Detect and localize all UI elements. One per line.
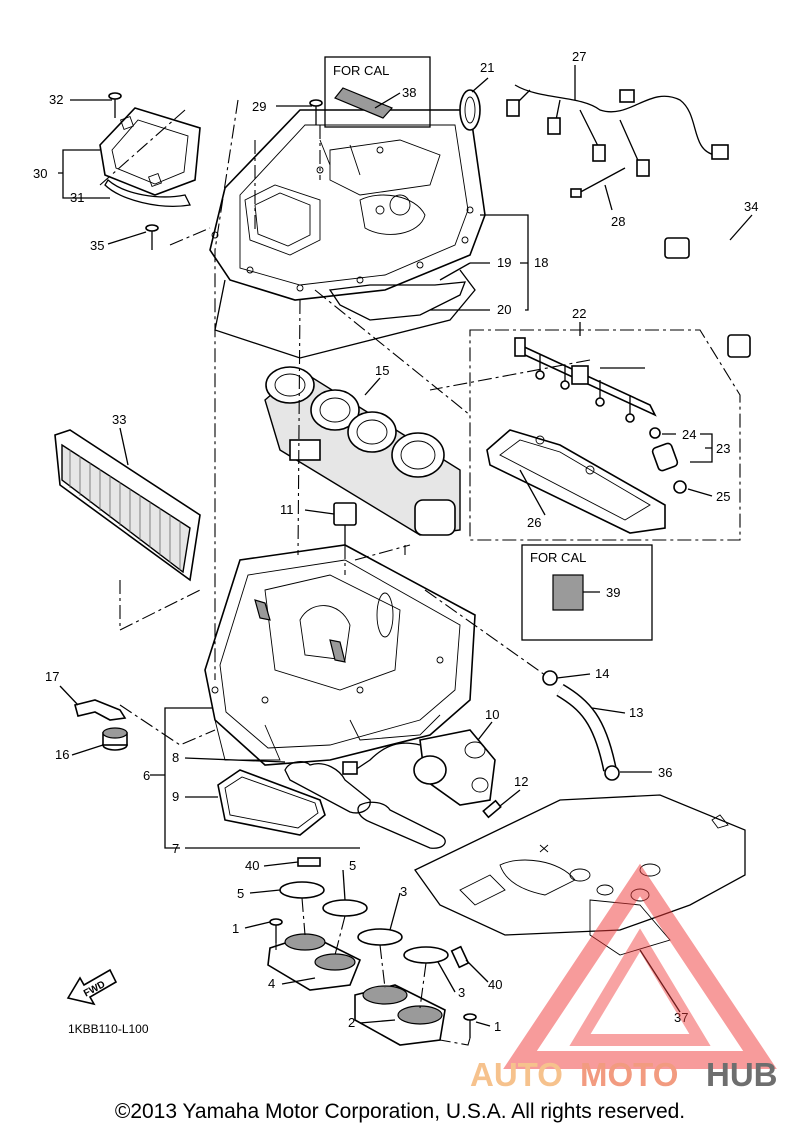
bolt-12 [482, 799, 502, 819]
air-cleaner-case-lower [204, 544, 476, 766]
valve-10 [342, 729, 496, 806]
clip-40-top [297, 857, 321, 867]
part-number-28: 28 [611, 214, 625, 229]
part-number-27: 27 [572, 49, 586, 64]
clip-14 [542, 670, 558, 686]
part-number-32: 32 [49, 92, 63, 107]
gasket-9 [217, 769, 326, 836]
fwd-arrow-icon: FWD [66, 968, 118, 1006]
fuel-rail-group-frame [469, 329, 741, 541]
part-number-25: 25 [716, 489, 730, 504]
gasket-7 [357, 801, 446, 849]
part-number-34: 34 [744, 199, 758, 214]
part-number-4: 4 [268, 976, 275, 991]
part-number-5-left: 5 [237, 886, 244, 901]
bracket-17 [74, 699, 127, 721]
part-number-29: 29 [252, 99, 266, 114]
screw-35 [145, 224, 159, 250]
part-number-18: 18 [534, 255, 548, 270]
duct-sheet-37 [414, 794, 746, 936]
part-number-33: 33 [112, 412, 126, 427]
wire-harness-27 [506, 84, 729, 177]
injector-23 [649, 427, 687, 494]
part-number-31: 31 [70, 190, 84, 205]
part-number-11: 11 [280, 502, 294, 517]
for-cal-label-top: FOR CAL [333, 63, 389, 78]
grommet-21 [459, 89, 481, 131]
part-number-40-top: 40 [245, 858, 259, 873]
part-number-6: 6 [143, 768, 150, 783]
part-number-37: 37 [674, 1010, 688, 1025]
throttle-body-assembly-15 [264, 366, 461, 536]
watermark-hub: HUB [706, 1056, 778, 1093]
part-number-30: 30 [33, 166, 47, 181]
part-number-20: 20 [497, 302, 511, 317]
part-number-39: 39 [606, 585, 620, 600]
part-number-16: 16 [55, 747, 69, 762]
screw-1-left [269, 918, 283, 943]
hose-13 [556, 683, 617, 772]
part-number-9: 9 [172, 789, 179, 804]
alignment-lines [99, 99, 591, 1046]
fuel-rail-22 [514, 337, 657, 423]
screw-29 [309, 99, 323, 125]
intake-joint-2 [354, 984, 446, 1046]
diagram-code: 1KBB110-L100 [68, 1022, 149, 1036]
part-number-35: 35 [90, 238, 104, 253]
label-38 [334, 87, 394, 119]
part-number-8: 8 [172, 750, 179, 765]
leader-lines [58, 65, 753, 1027]
for-cal-box-top [324, 56, 431, 128]
part-numbers: 32 30 31 35 29 FOR CAL 38 21 27 28 34 19… [33, 49, 758, 1034]
clamps-5-3 [279, 881, 449, 964]
fwd-label: FWD [82, 979, 107, 999]
part-number-3-bottom: 3 [458, 985, 465, 1000]
part-number-38: 38 [402, 85, 416, 100]
for-cal-box-mid [521, 544, 653, 641]
part-number-12: 12 [514, 774, 528, 789]
part-number-21: 21 [480, 60, 494, 75]
part-number-2: 2 [348, 1015, 355, 1030]
part-number-5-right: 5 [349, 858, 356, 873]
part-number-14: 14 [595, 666, 609, 681]
gasket-8 [284, 761, 371, 814]
part-number-19: 19 [497, 255, 511, 270]
cable-tie-28 [570, 167, 626, 198]
part-number-24: 24 [682, 427, 696, 442]
fuel-hose-34 [664, 237, 757, 358]
part-number-17: 17 [45, 669, 59, 684]
watermark-moto: MOTO [580, 1056, 678, 1093]
part-number-22: 22 [572, 306, 586, 321]
label-39 [552, 574, 584, 611]
copyright-notice: ©2013 Yamaha Motor Corporation, U.S.A. A… [114, 1100, 686, 1123]
injector-holder-26 [486, 429, 666, 534]
screw-1-right [463, 1013, 477, 1038]
intake-joint-4 [267, 933, 362, 991]
part-number-10: 10 [485, 707, 499, 722]
side-cover-assembly [99, 107, 201, 207]
airbox-upper-case [209, 109, 486, 301]
part-number-40-side: 40 [488, 977, 502, 992]
watermark-auto: AUTO [470, 1056, 563, 1093]
part-number-1-right: 1 [494, 1019, 501, 1034]
part-number-1-left: 1 [232, 921, 239, 936]
damper-16 [102, 727, 128, 751]
part-number-15: 15 [375, 363, 389, 378]
clip-36 [604, 765, 620, 781]
part-number-13: 13 [629, 705, 643, 720]
for-cal-label-mid: FOR CAL [530, 550, 586, 565]
part-number-26: 26 [527, 515, 541, 530]
air-filter-33 [54, 429, 201, 582]
part-number-7: 7 [172, 841, 179, 856]
clip-40-side [450, 945, 470, 969]
part-number-23: 23 [716, 441, 730, 456]
part-number-3-top: 3 [400, 884, 407, 899]
watermark-logo-icon: AUTO MOTO HUB [470, 863, 778, 1093]
airbox-gasket [328, 281, 466, 321]
part-number-36: 36 [658, 765, 672, 780]
screw-32 [108, 92, 122, 118]
